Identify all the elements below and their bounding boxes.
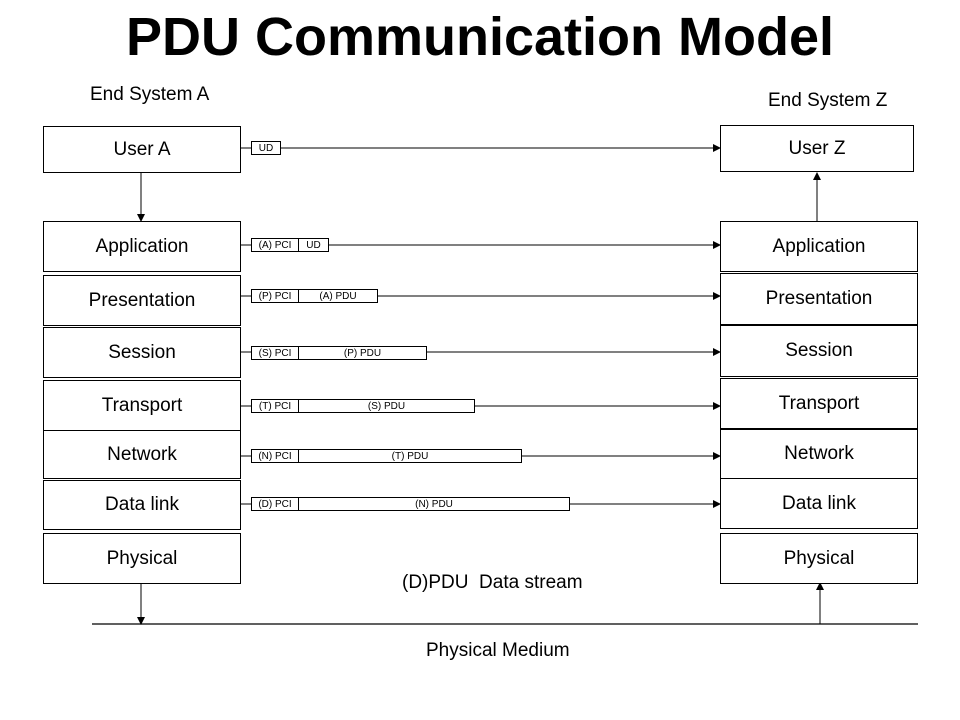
pdu-pci: (P) PCI xyxy=(252,290,299,302)
pdu-presentation: (P) PCI (A) PDU xyxy=(251,289,378,303)
pdu-payload: (N) PDU xyxy=(415,498,453,510)
pdu-payload: (P) PDU xyxy=(343,347,382,359)
end-system-z-label: End System Z xyxy=(768,90,888,111)
user-a-box: User A xyxy=(43,126,241,173)
layer-z-datalink: Data link xyxy=(720,478,918,529)
layer-z-session: Session xyxy=(720,325,918,377)
layer-a-network: Network xyxy=(43,430,241,479)
pdu-pci: (D) PCI xyxy=(252,498,299,510)
page-title: PDU Communication Model xyxy=(125,7,834,67)
pdu-pci: (T) PCI xyxy=(252,400,299,412)
layer-z-physical: Physical xyxy=(720,533,918,584)
pdu-pci: (N) PCI xyxy=(252,450,299,462)
pdu-payload: UD xyxy=(306,239,321,251)
layer-a-datalink: Data link xyxy=(43,480,241,530)
pdu-payload: (T) PDU xyxy=(391,450,429,462)
layer-a-session: Session xyxy=(43,327,241,378)
layer-z-transport: Transport xyxy=(720,378,918,429)
layer-a-application: Application xyxy=(43,221,241,272)
layer-z-application: Application xyxy=(720,221,918,272)
layer-a-physical: Physical xyxy=(43,533,241,584)
physical-medium-label: Physical Medium xyxy=(426,640,570,661)
layer-z-network: Network xyxy=(720,429,918,479)
data-stream-label: (D)PDU Data stream xyxy=(402,572,583,593)
pdu-payload: (A) PDU xyxy=(319,290,357,302)
pdu-transport: (T) PCI (S) PDU xyxy=(251,399,475,413)
layer-a-transport: Transport xyxy=(43,380,241,431)
pdu-pci: (S) PCI xyxy=(252,347,299,359)
pdu-pci: (A) PCI xyxy=(252,239,299,251)
user-z-box: User Z xyxy=(720,125,914,172)
pdu-user-data: UD xyxy=(251,141,281,155)
pdu-payload: UD xyxy=(258,142,274,154)
pdu-application: (A) PCI UD xyxy=(251,238,329,252)
pdu-session: (S) PCI (P) PDU xyxy=(251,346,427,360)
layer-z-presentation: Presentation xyxy=(720,273,918,325)
pdu-payload: (S) PDU xyxy=(367,400,406,412)
pdu-network: (N) PCI (T) PDU xyxy=(251,449,522,463)
layer-a-presentation: Presentation xyxy=(43,275,241,326)
end-system-a-label: End System A xyxy=(90,84,210,105)
pdu-datalink: (D) PCI (N) PDU xyxy=(251,497,570,511)
